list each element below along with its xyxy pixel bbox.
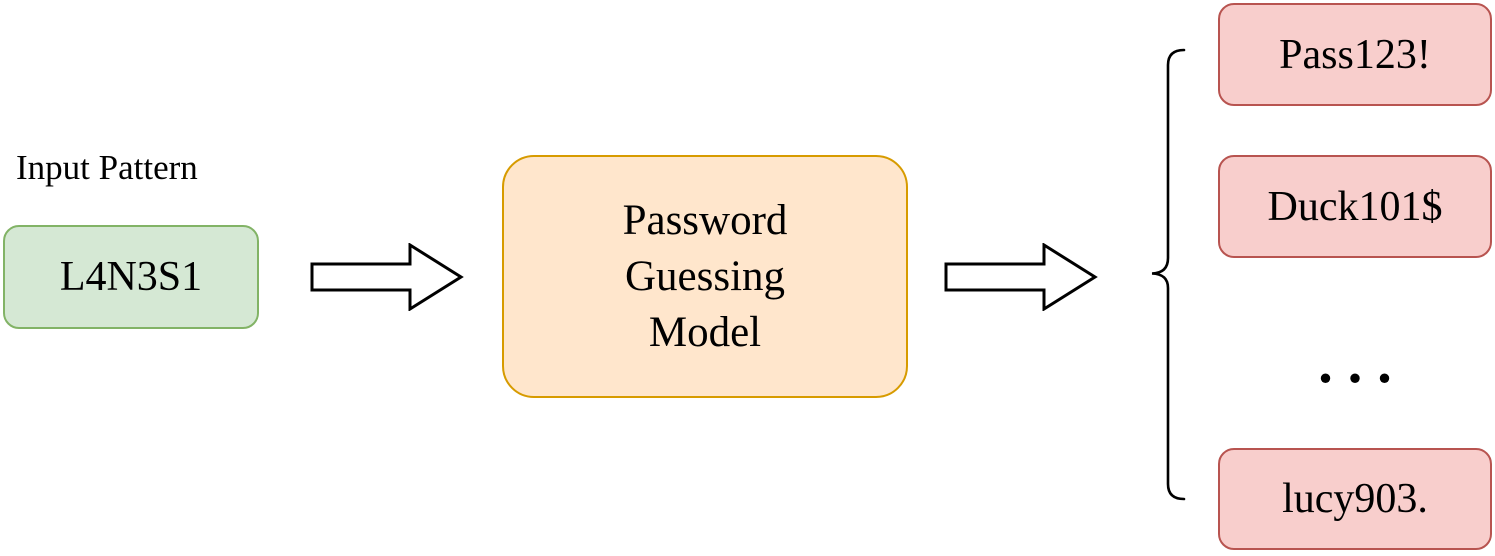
output-password-value: Pass123! bbox=[1279, 31, 1431, 78]
arrow-right-icon bbox=[310, 243, 464, 311]
input-pattern-box: L4N3S1 bbox=[3, 225, 259, 329]
outputs-ellipsis: ... bbox=[1218, 326, 1492, 398]
model-label-line3: Model bbox=[648, 308, 762, 356]
model-box-label: Password Guessing Model bbox=[623, 193, 788, 361]
output-password-box: lucy903. bbox=[1218, 448, 1492, 550]
password-guessing-model-box: Password Guessing Model bbox=[502, 155, 908, 398]
model-label-line2: Guessing bbox=[624, 252, 786, 300]
ellipsis-text: ... bbox=[1318, 329, 1407, 395]
input-pattern-label: Input Pattern bbox=[16, 148, 198, 187]
input-pattern-value: L4N3S1 bbox=[59, 254, 203, 300]
curly-brace-icon bbox=[1151, 48, 1186, 501]
output-password-box: Duck101$ bbox=[1218, 155, 1492, 258]
output-password-value: lucy903. bbox=[1282, 476, 1428, 522]
output-password-value: Duck101$ bbox=[1267, 183, 1443, 230]
model-label-line1: Password bbox=[622, 196, 788, 244]
arrow-right-icon bbox=[944, 243, 1098, 311]
output-password-box: Pass123! bbox=[1218, 3, 1492, 106]
